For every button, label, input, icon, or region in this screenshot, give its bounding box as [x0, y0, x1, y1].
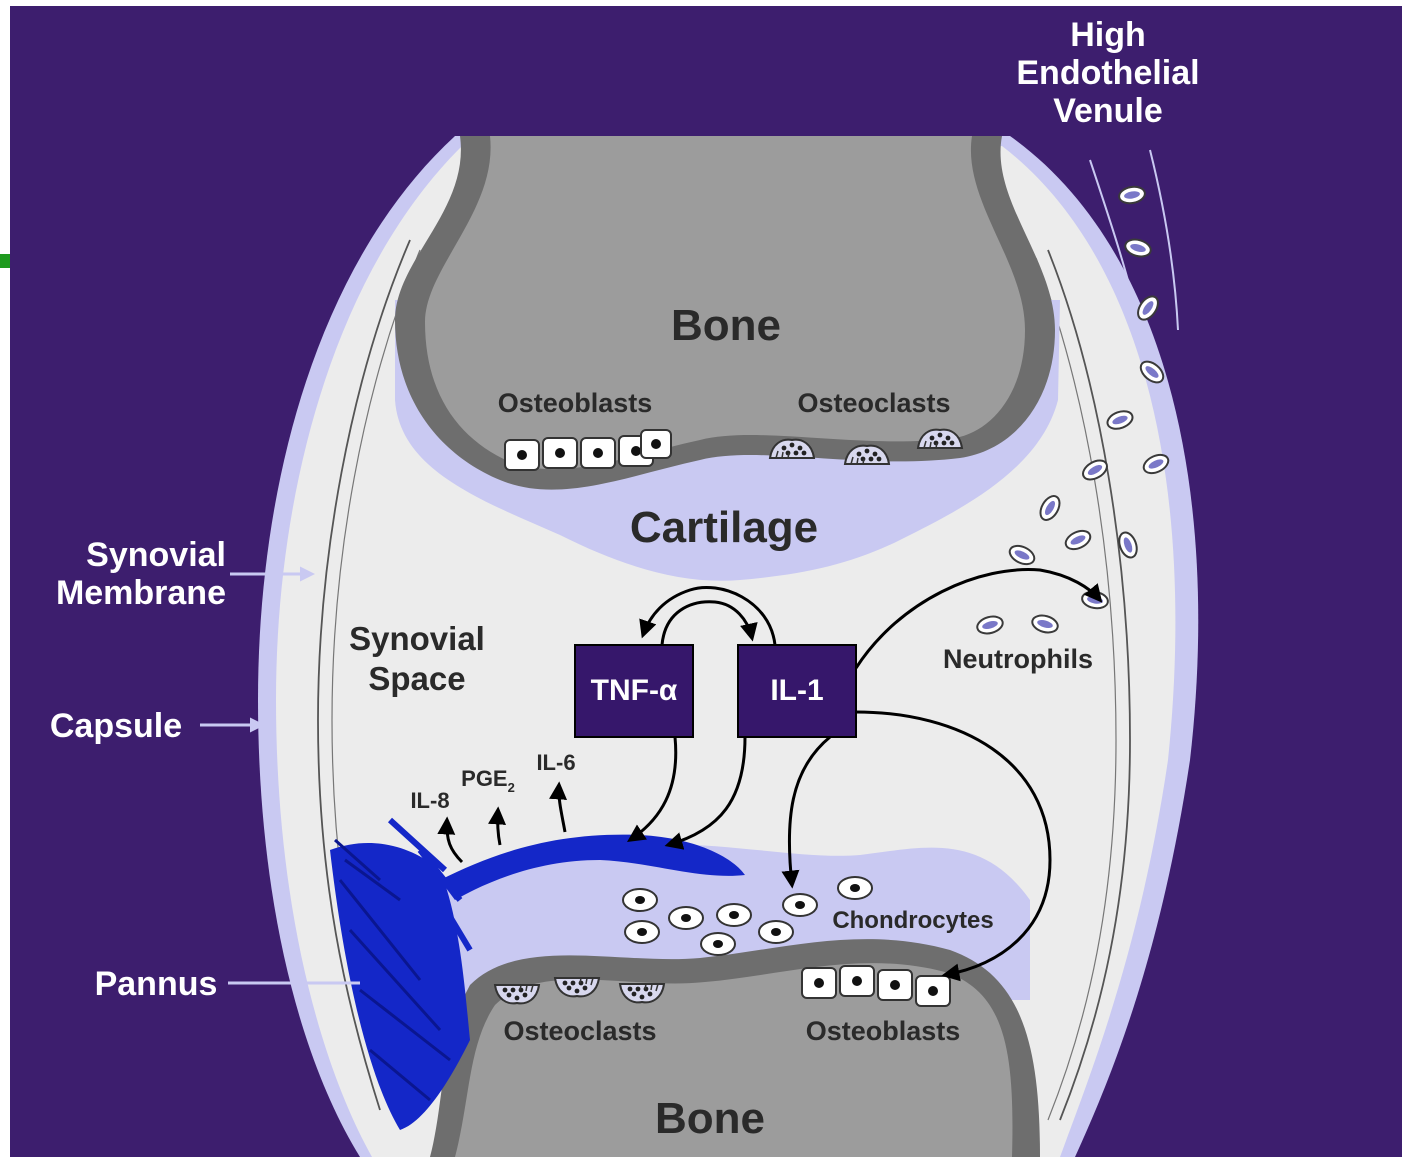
chondrocytes-label: Chondrocytes	[832, 907, 993, 934]
neutrophils-label: Neutrophils	[943, 644, 1093, 674]
synovial-membrane-label-line2: Membrane	[56, 574, 226, 612]
bone-top-label: Bone	[671, 301, 781, 350]
synovial-space-label-line1: Synovial	[349, 620, 485, 657]
pge2-label-main: PGE	[461, 766, 507, 791]
bone-bottom-label: Bone	[655, 1094, 765, 1143]
green-marker	[0, 254, 10, 268]
hev-label-line2: Endothelial	[1016, 54, 1199, 92]
osteoclasts-top-label: Osteoclasts	[797, 388, 950, 418]
pge2-label: PGE2	[461, 766, 515, 795]
capsule-label: Capsule	[50, 707, 182, 745]
synovial-space-label-line2: Space	[368, 660, 465, 697]
pge2-label-sub: 2	[508, 780, 515, 795]
osteoblasts-top-label: Osteoblasts	[498, 388, 653, 418]
il6-label: IL-6	[536, 750, 575, 775]
pannus-label: Pannus	[95, 965, 218, 1003]
il8-label: IL-8	[410, 788, 449, 813]
osteoblasts-bottom-label: Osteoblasts	[806, 1016, 961, 1046]
cartilage-label: Cartilage	[630, 503, 818, 552]
tnf-label: TNF-α	[591, 674, 678, 707]
synovial-membrane-label-line1: Synovial	[86, 536, 226, 574]
hev-label-line1: High	[1070, 16, 1146, 54]
hev-label-line3: Venule	[1053, 92, 1163, 130]
il1-label: IL-1	[770, 674, 823, 707]
osteoclasts-bottom-label: Osteoclasts	[503, 1016, 656, 1046]
